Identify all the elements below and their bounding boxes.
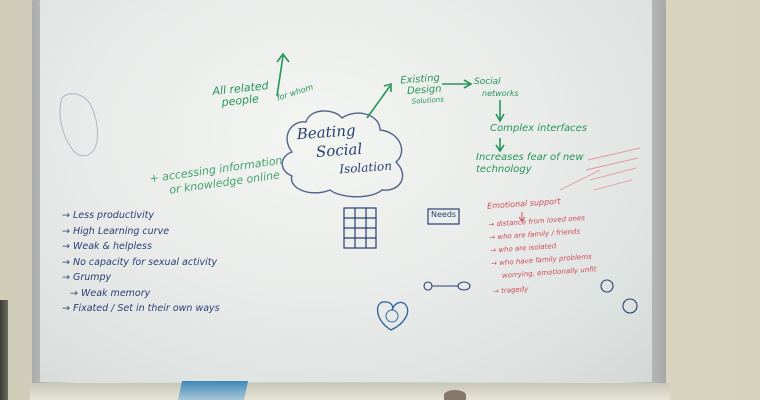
list-item: → High Learning curve [62,225,170,237]
list-item: → No capacity for sexual activity [62,256,218,268]
increases-fear-label: Increases fear of new technology [476,152,584,175]
center-topic: Beating Social Isolation [296,121,393,177]
list-item: → Fixated / Set in their own ways [62,303,220,314]
edge-object [0,300,8,400]
book-on-tray [177,381,249,400]
list-item: → Weak memory [70,287,151,299]
cup-on-tray [444,390,466,400]
emotional-support-notes: Emotional support → distance from loved … [487,192,598,298]
marker-tray [30,383,670,400]
list-item: → Grumpy [62,272,112,283]
complex-interfaces-label: Complex interfaces [490,123,588,134]
needs-label: Needs [431,210,457,219]
characteristics-list: → Less productivity → High Learning curv… [62,208,220,317]
list-item: → Less productivity [62,210,155,221]
whiteboard-surface [40,0,652,382]
social-networks-label: Social networks [474,77,519,98]
list-item: → Weak & helpless [62,241,152,252]
existing-design-label: Existing Design Solutions [399,72,445,106]
